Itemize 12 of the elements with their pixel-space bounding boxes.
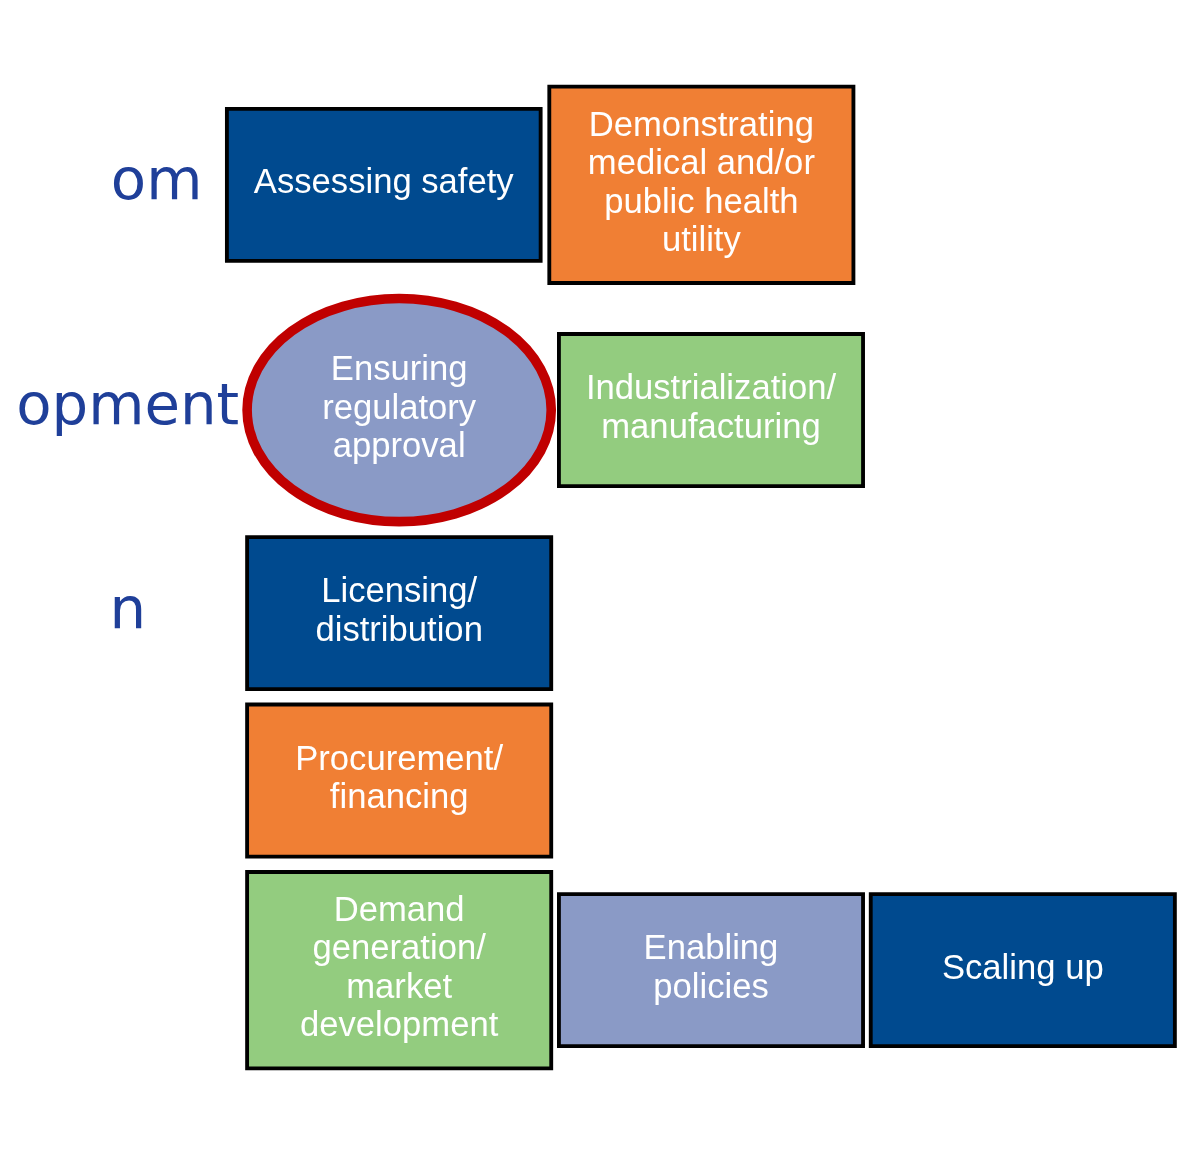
node-box: Industrialization/ manufacturing [557,331,865,488]
node-box: Procurement/ financing [245,702,554,858]
node-box: Enabling policies [557,891,865,1048]
label: n [109,573,147,642]
label: om [110,144,203,213]
node-box: Demand generation/ market development [245,869,554,1070]
node-box: Assessing safety [224,106,543,263]
node-box: Demonstrating medical and/or public health utility [547,84,856,285]
node-box: Scaling up [868,891,1177,1048]
node-box: Licensing/ distribution [245,534,554,691]
node-ellipse: Ensuring regulatory approval [242,293,557,526]
label: opment [16,369,240,438]
